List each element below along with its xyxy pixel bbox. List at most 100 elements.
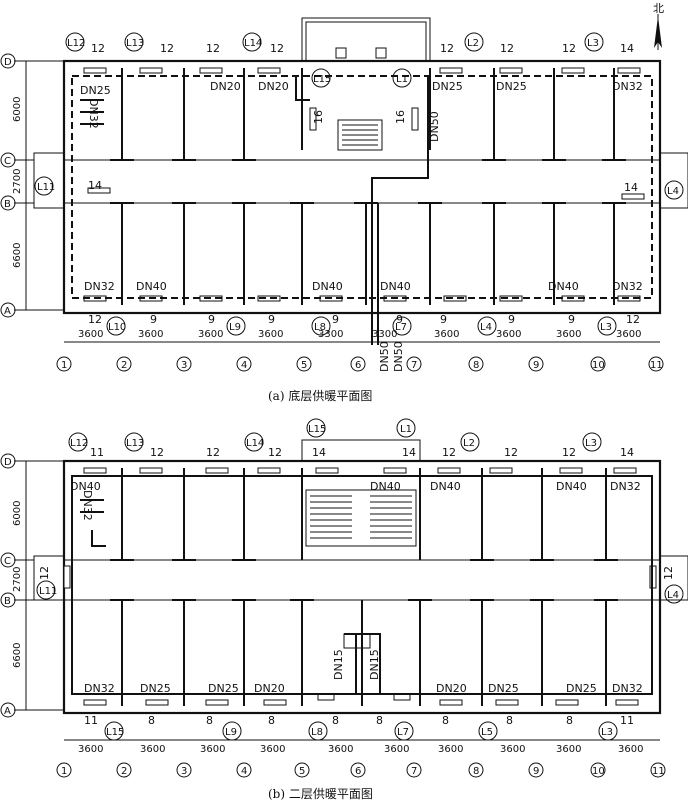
svg-text:2700: 2700 [12,169,23,194]
svg-text:DN20: DN20 [254,682,285,695]
svg-text:DN25: DN25 [80,84,111,97]
svg-text:3600: 3600 [78,329,103,340]
svg-text:L10: L10 [108,322,126,333]
svg-text:12: 12 [160,42,174,55]
plan-a-pipe-labels-top: DN25 DN20 DN20 DN25 DN25 DN32 [80,80,643,97]
svg-text:1: 1 [61,766,67,777]
svg-text:L11: L11 [37,182,55,193]
svg-text:A: A [4,306,11,317]
svg-text:DN20: DN20 [258,80,289,93]
svg-text:L1: L1 [400,424,412,435]
svg-text:8: 8 [566,714,573,727]
svg-text:3600: 3600 [438,744,463,755]
svg-text:L15: L15 [106,727,124,738]
svg-text:DN40: DN40 [136,280,167,293]
svg-text:3600: 3600 [618,744,643,755]
svg-text:12: 12 [440,42,454,55]
svg-text:DN32: DN32 [612,80,643,93]
svg-text:DN32: DN32 [87,98,100,129]
plan-a-col-axes: 1 2 3 4 5 6 7 8 9 10 11 3600 3600 3600 3… [56,329,664,372]
svg-text:7: 7 [411,360,417,371]
svg-text:12: 12 [270,42,284,55]
north-arrow-icon: 北 [653,2,664,50]
svg-text:12: 12 [91,42,105,55]
svg-text:3600: 3600 [198,329,223,340]
plan-b-pipe-labels-bottom: DN32 DN25 DN25 DN20 DN20 DN25 DN25 DN32 [84,682,643,695]
svg-text:2: 2 [121,360,127,371]
svg-text:12: 12 [150,446,164,459]
plan-a-return-loop [71,75,653,299]
svg-text:14: 14 [312,446,326,459]
plan-a-stair-radiator-right [411,107,419,131]
svg-text:DN40: DN40 [370,480,401,493]
svg-text:8: 8 [332,714,339,727]
svg-text:L9: L9 [229,322,241,333]
plan-b-partitions [110,468,618,706]
svg-text:DN32: DN32 [84,682,115,695]
svg-text:8: 8 [148,714,155,727]
svg-text:B: B [4,596,11,607]
svg-text:7: 7 [411,766,417,777]
svg-text:3600: 3600 [500,744,525,755]
svg-text:9: 9 [208,313,215,326]
svg-text:C: C [4,156,11,167]
svg-text:8: 8 [473,360,479,371]
svg-text:6: 6 [355,766,361,777]
plan-a-east-bay [659,152,688,209]
svg-text:9: 9 [533,766,539,777]
svg-text:DN40: DN40 [556,480,587,493]
svg-text:D: D [4,457,12,468]
plan-b-radiator-west [63,565,71,589]
svg-text:6: 6 [355,360,361,371]
svg-text:3600: 3600 [328,744,353,755]
plan-b-rad-top-labels: 11 12 12 12 14 14 12 12 12 14 [90,446,634,459]
plan-a-rad-bottom-labels: 12 9 9 9 9 9 9 9 9 12 [88,313,640,326]
svg-text:9: 9 [508,313,515,326]
svg-text:A: A [4,706,11,717]
svg-text:L12: L12 [67,38,85,49]
plan-b-caption: (b) 二层供暖平面图 [268,787,373,801]
svg-text:DN40: DN40 [548,280,579,293]
svg-text:9: 9 [396,313,403,326]
svg-text:DN25: DN25 [140,682,171,695]
svg-text:L8: L8 [314,322,326,333]
svg-text:12: 12 [662,566,675,580]
svg-text:8: 8 [268,714,275,727]
svg-text:C: C [4,556,11,567]
svg-text:3600: 3600 [556,329,581,340]
svg-text:3600: 3600 [556,744,581,755]
svg-text:16: 16 [312,110,325,124]
svg-text:DN25: DN25 [566,682,597,695]
svg-text:L9: L9 [225,727,237,738]
north-label: 北 [653,2,664,15]
svg-text:3600: 3600 [138,329,163,340]
svg-text:6600: 6600 [12,643,23,668]
svg-text:3600: 3600 [260,744,285,755]
svg-text:DN25: DN25 [208,682,239,695]
svg-text:B: B [4,199,11,210]
svg-text:10: 10 [592,360,605,371]
svg-text:12: 12 [562,446,576,459]
svg-text:L4: L4 [667,590,679,601]
svg-text:12: 12 [442,446,456,459]
svg-text:L11: L11 [39,586,57,597]
plan-a-entrance-block [301,17,431,61]
svg-text:11: 11 [84,714,98,727]
svg-text:L3: L3 [600,322,612,333]
svg-text:5: 5 [301,360,307,371]
plan-b-supply-loop [71,475,653,695]
svg-text:L8: L8 [311,727,323,738]
svg-text:DN25: DN25 [432,80,463,93]
plan-b-stair [305,489,417,547]
svg-text:3: 3 [181,360,187,371]
svg-text:L3: L3 [585,438,597,449]
plan-a-supply-main [371,76,429,203]
plan-b-radiators-top [83,467,637,474]
svg-text:11: 11 [650,360,663,371]
svg-text:DN15: DN15 [332,649,345,680]
svg-text:3600: 3600 [616,329,641,340]
svg-text:14: 14 [88,179,102,192]
svg-text:3600: 3600 [384,744,409,755]
svg-text:12: 12 [206,42,220,55]
svg-text:DN40: DN40 [70,480,101,493]
